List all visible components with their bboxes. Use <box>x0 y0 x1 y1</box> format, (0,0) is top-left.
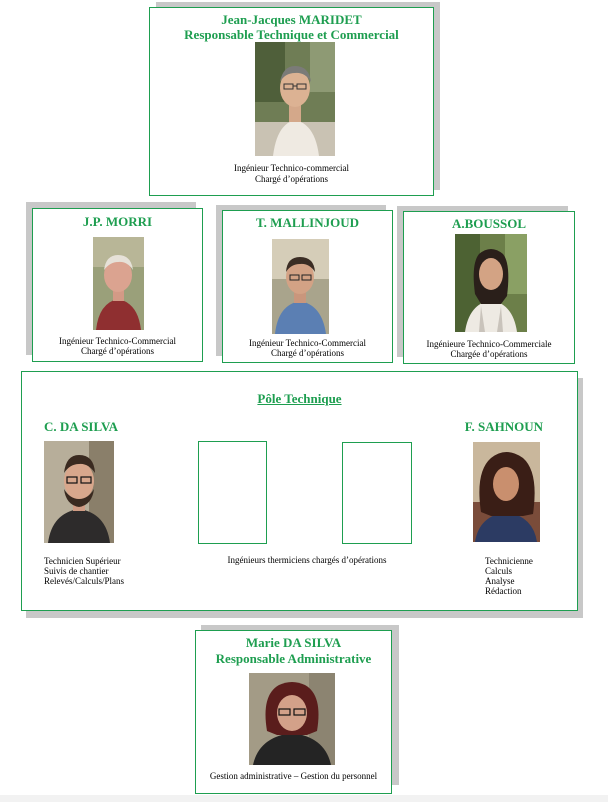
director-photo <box>255 42 335 156</box>
manager-photo-1 <box>93 237 144 330</box>
engineer-placeholder-1 <box>198 441 267 544</box>
page-bottom-strip <box>0 795 608 802</box>
director-card: Jean-Jacques MARIDET Responsable Techniq… <box>149 7 434 196</box>
admin-title: Responsable Administrative <box>215 651 372 666</box>
pole-left-line-2: Suivis de chantier <box>44 566 109 576</box>
manager-role-2-line1: Ingénieur Technico-Commercial <box>249 338 366 348</box>
director-role-2: Chargé d’opérations <box>254 174 329 184</box>
director-role-1: Ingénieur Technico-commercial <box>234 163 349 173</box>
pole-left-photo <box>44 441 114 543</box>
manager-name-2: T. MALLINJOUD <box>255 215 360 230</box>
pole-left-line-1: Technicien Supérieur <box>44 556 121 566</box>
manager-role-3-line1: Ingénieure Technico-Commerciale <box>426 339 552 349</box>
pole-right-line-3: Analyse <box>485 576 515 586</box>
pole-card: Pôle Technique C. DA SILVA Technicien Su… <box>21 371 578 611</box>
manager-name-1: J.P. MORRI <box>82 214 153 229</box>
engineer-placeholder-2 <box>342 442 412 544</box>
pole-title: Pôle Technique <box>257 391 342 406</box>
admin-photo <box>249 673 335 765</box>
director-title: Responsable Technique et Commercial <box>184 27 399 42</box>
pole-right-photo <box>473 442 540 542</box>
manager-card-3: A.BOUSSOL Ingénieure Technico-Commercial… <box>403 211 575 364</box>
pole-right-line-1: Technicienne <box>485 556 533 566</box>
manager-role-3-line2: Chargée d’opérations <box>450 349 528 359</box>
admin-role: Gestion administrative – Gestion du pers… <box>209 771 378 781</box>
pole-right-line-4: Rédaction <box>485 586 522 596</box>
manager-role-1-line1: Ingénieur Technico-Commercial <box>59 336 176 346</box>
admin-card: Marie DA SILVA Responsable Administrativ… <box>195 630 392 794</box>
manager-photo-2 <box>272 239 329 334</box>
manager-card-1: J.P. MORRI Ingénieur Technico-Commercial… <box>32 208 203 362</box>
pole-left-line-3: Relevés/Calculs/Plans <box>44 576 124 586</box>
manager-photo-3 <box>455 234 527 332</box>
pole-left-name: C. DA SILVA <box>44 419 119 434</box>
pole-right-name: F. SAHNOUN <box>464 419 543 434</box>
manager-name-3: A.BOUSSOL <box>451 216 527 231</box>
admin-name: Marie DA SILVA <box>245 635 342 650</box>
manager-role-1-line2: Chargé d’opérations <box>80 346 155 356</box>
director-name: Jean-Jacques MARIDET <box>221 12 362 27</box>
pole-middle-text: Ingénieurs thermiciens chargés d’opérati… <box>227 555 387 565</box>
pole-right-line-2: Calculs <box>485 566 512 576</box>
manager-card-2: T. MALLINJOUD Ingénieur Technico-Commerc… <box>222 210 393 363</box>
manager-role-2-line2: Chargé d’opérations <box>270 348 345 358</box>
